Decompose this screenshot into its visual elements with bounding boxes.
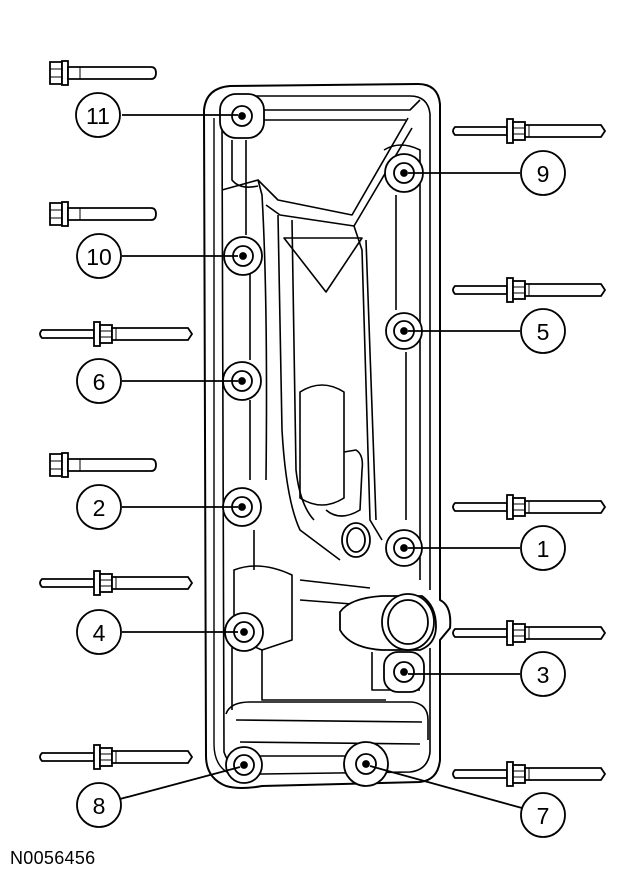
bolt-hole-11 — [219, 93, 265, 139]
bolt-hole-10 — [223, 236, 263, 276]
short-bolt-2 — [49, 452, 157, 478]
bolt-holes — [219, 93, 425, 787]
bolt-hole-7 — [343, 741, 389, 787]
callout-10: 10 — [76, 233, 122, 279]
svg-text:7: 7 — [537, 803, 550, 829]
stud-bolt-6 — [39, 321, 193, 347]
callout-9: 9 — [520, 150, 566, 196]
callout-6: 6 — [76, 358, 122, 404]
callout-1: 1 — [520, 525, 566, 571]
bolt-hole-3 — [383, 651, 425, 693]
bolt-hole-8 — [225, 746, 263, 784]
callout-7: 7 — [520, 792, 566, 838]
svg-text:10: 10 — [86, 244, 112, 270]
short-bolt-10 — [49, 201, 157, 227]
bolt-hole-2 — [222, 487, 262, 527]
svg-text:8: 8 — [93, 793, 106, 819]
stud-bolt-8 — [39, 744, 193, 770]
callout-2: 2 — [76, 484, 122, 530]
svg-text:3: 3 — [537, 662, 550, 688]
stud-bolt-3 — [452, 620, 606, 646]
callout-4: 4 — [76, 609, 122, 655]
valve-cover-inner-detail — [221, 99, 429, 757]
callout-5: 5 — [520, 308, 566, 354]
stud-bolt-7 — [452, 761, 606, 787]
figure-id: N0056456 — [10, 848, 96, 868]
stud-bolt-9 — [452, 118, 606, 144]
oil-fill-port — [339, 593, 437, 651]
callout-8: 8 — [76, 782, 122, 828]
bolt-hole-5 — [385, 312, 423, 350]
svg-text:11: 11 — [86, 103, 110, 129]
stud-bolt-5 — [452, 277, 606, 303]
svg-text:4: 4 — [93, 620, 106, 646]
stud-bolt-4 — [39, 570, 193, 596]
short-bolt-11 — [49, 60, 157, 86]
bolt-hole-9 — [384, 153, 424, 193]
stud-bolt-1 — [452, 494, 606, 520]
svg-text:6: 6 — [93, 369, 106, 395]
callout-3: 3 — [520, 651, 566, 697]
svg-text:1: 1 — [537, 536, 550, 562]
callout-11: 11 — [75, 92, 121, 138]
svg-text:2: 2 — [93, 495, 106, 521]
svg-text:9: 9 — [537, 161, 550, 187]
bolt-hole-6 — [222, 361, 262, 401]
svg-text:5: 5 — [537, 319, 550, 345]
leader-lines — [119, 114, 523, 809]
pcv-port — [341, 522, 371, 558]
